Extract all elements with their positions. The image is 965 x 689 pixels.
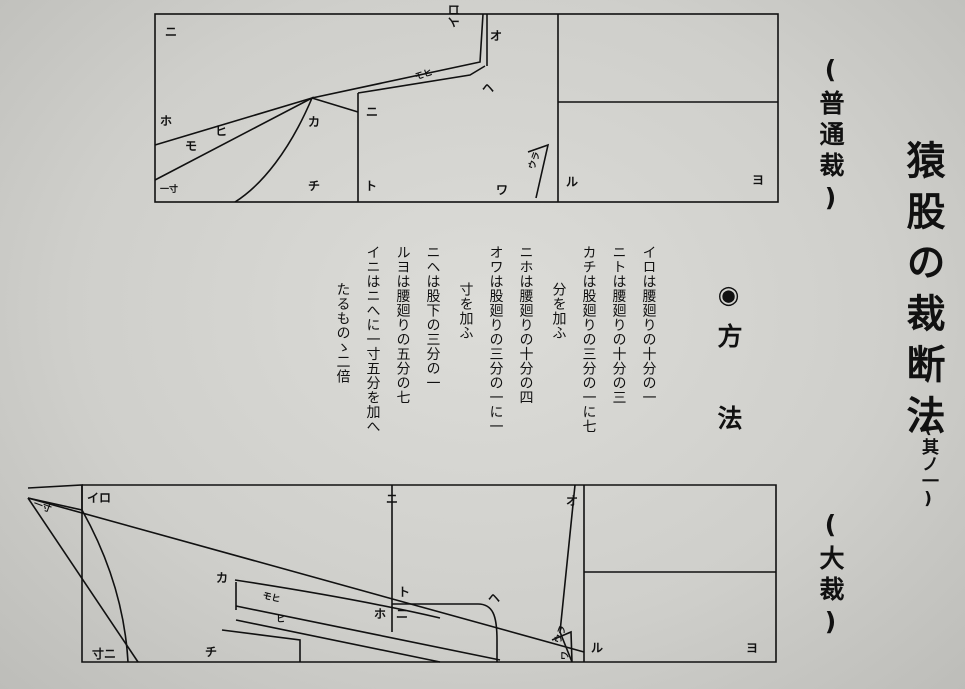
bottom-label-wa: ワ [561, 651, 571, 660]
page-subtitle: (其ノ一) [918, 418, 938, 509]
instruction-5-cont: 寸を加ふ [457, 282, 474, 340]
bottom-label-hi-small: ヒ [276, 614, 285, 625]
top-label-o: オ [490, 29, 502, 43]
top-label-hi: ヒ [215, 124, 227, 138]
instruction-5: オワは股廻りの三分の一に一 [487, 245, 504, 434]
label-bottom-pattern: (大裁) [816, 510, 845, 642]
bottom-label-ni-top: ニ [386, 492, 398, 506]
bottom-label-iro: イロ [87, 491, 111, 505]
bottom-label-ni: ニ [396, 607, 408, 621]
bottom-label-o: オ [566, 494, 578, 508]
bottom-label-yo: ヨ [746, 641, 758, 655]
instruction-1: イロは腰廻りの十分の一 [640, 245, 657, 405]
instruction-7: ルヨは腰廻りの五分の七 [394, 245, 411, 405]
top-label-iro: イロ [447, 4, 461, 28]
top-label-ni-mid: ニ [366, 105, 378, 119]
instruction-2: ニトは腰廻りの十分の三 [610, 245, 627, 405]
instruction-3: カチは股廻りの三分の一に七 [580, 245, 597, 434]
bottom-label-ka: カ [216, 571, 228, 585]
instruction-3-cont: 分を加ふ [550, 282, 567, 340]
top-label-ho: ホ [160, 114, 172, 128]
bottom-label-ura: ウラ [552, 624, 568, 645]
top-label-chi: チ [308, 179, 320, 193]
instruction-8: イニはニへに一寸五分を加へ [364, 245, 381, 434]
bottom-label-to: ト [398, 585, 410, 599]
label-top-pattern: (普通裁) [816, 55, 845, 218]
instruction-4: ニホは腰廻りの十分の四 [517, 245, 534, 405]
bottom-label-he: ヘ [488, 591, 500, 605]
top-label-yo: ヨ [752, 173, 764, 187]
instruction-6: ニヘは股下の三分の一 [424, 245, 441, 390]
top-label-wa: ワ [496, 183, 508, 197]
top-label-to: ト [365, 179, 377, 193]
bottom-label-issun: 一寸 [32, 498, 53, 515]
bottom-label-mo-hi: モヒ [261, 590, 281, 605]
top-label-he: ヘ [482, 81, 494, 95]
top-label-mo-hi: モヒ [414, 67, 435, 83]
bottom-label-chi: チ [205, 645, 217, 659]
top-label-ka: カ [308, 115, 320, 129]
top-label-ru: ル [566, 175, 578, 189]
bottom-label-sun-ni: 寸ニ [92, 646, 116, 661]
bottom-label-ru: ル [591, 641, 603, 655]
top-label-ni-left: ニ [165, 25, 177, 39]
top-label-issun: 一寸 [160, 183, 178, 195]
bottom-label-ho: ホ [374, 607, 386, 621]
method-heading: ◉方 法 [714, 280, 743, 444]
page-title: 猿股の裁断法 [900, 140, 946, 446]
top-label-mo: モ [185, 139, 197, 153]
instruction-8-cont: たるものゝ二倍 [334, 282, 351, 384]
